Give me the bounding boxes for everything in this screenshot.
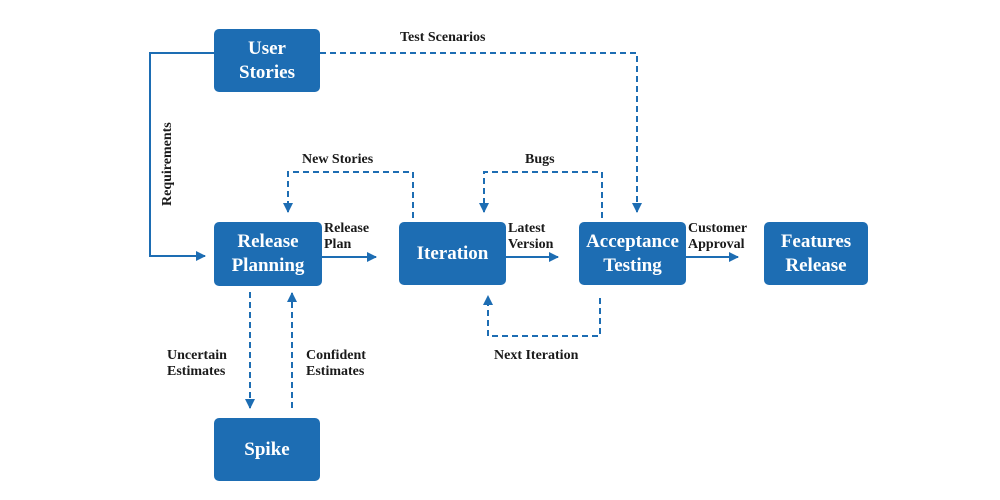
features-release-node: Features Release	[764, 222, 868, 285]
label-next-iteration: Next Iteration	[494, 348, 579, 363]
label-uncertain-estimates: Uncertain Estimates	[167, 348, 227, 379]
connector-test-scenarios	[320, 52, 642, 213]
connector-bugs	[479, 171, 603, 218]
release-planning-node: Release Planning	[214, 222, 322, 286]
label-new-stories: New Stories	[302, 152, 374, 167]
label-latest-version: Latest Version	[508, 221, 554, 252]
spike-node: Spike	[214, 418, 320, 481]
iteration-node: Iteration	[399, 222, 506, 285]
acceptance-testing-node: Acceptance Testing	[579, 222, 686, 285]
label-bugs: Bugs	[525, 152, 555, 167]
label-requirements: Requirements	[160, 122, 175, 206]
label-customer-approval: Customer Approval	[688, 221, 748, 252]
label-release-plan: Release Plan	[324, 221, 370, 252]
user-stories-node: User Stories	[214, 29, 320, 92]
label-test-scenarios: Test Scenarios	[400, 30, 486, 45]
label-confident-estimates: Confident Estimates	[306, 348, 366, 379]
connector-next-iteration	[483, 295, 601, 337]
connector-requirements	[149, 52, 214, 261]
connector-new-stories	[283, 171, 414, 218]
